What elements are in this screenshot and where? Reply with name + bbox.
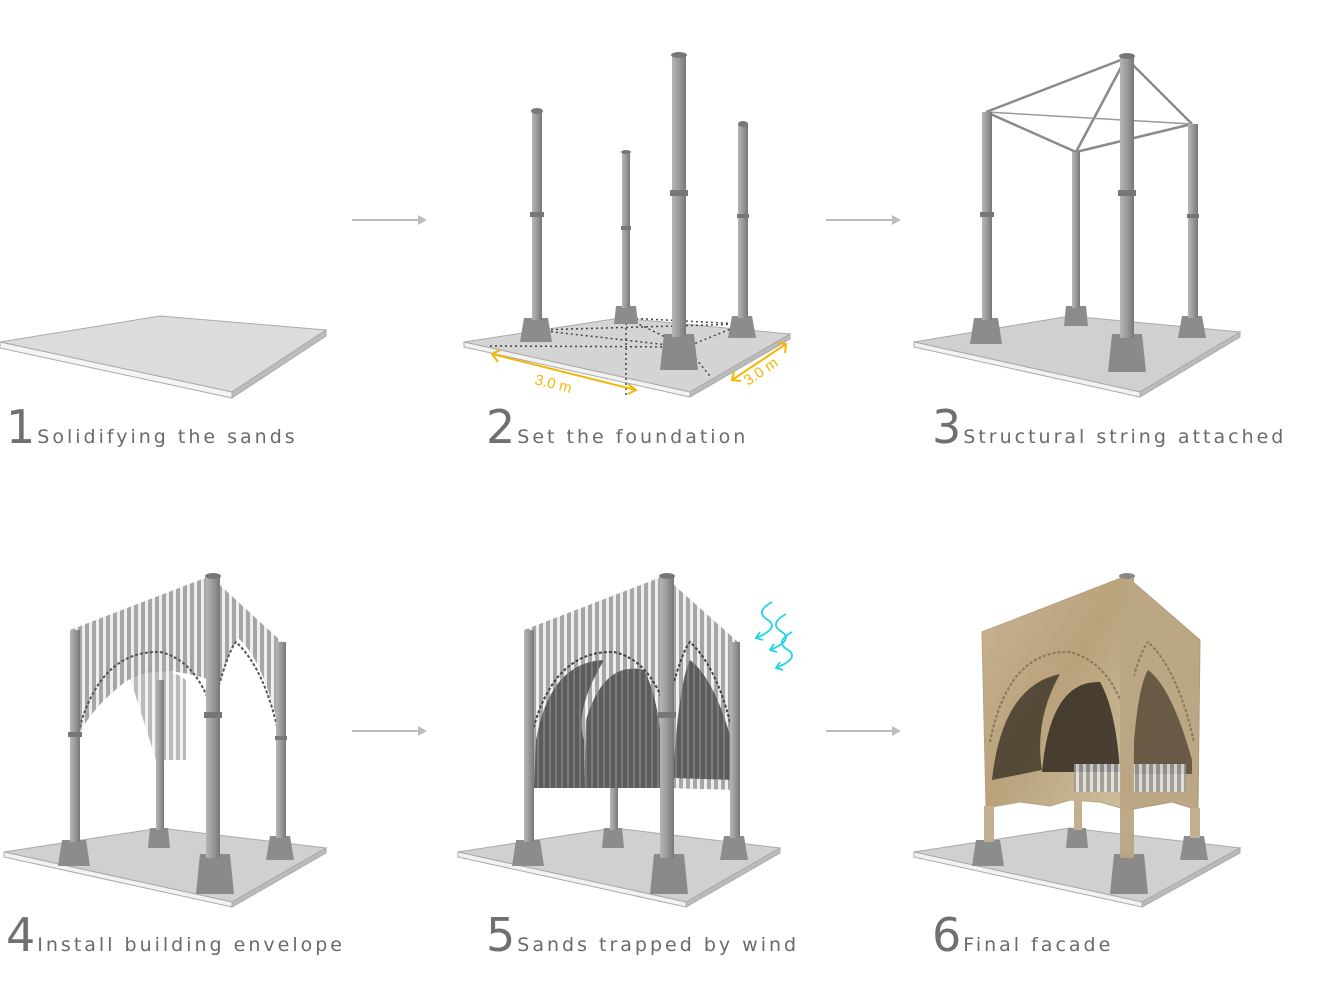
step-label: Final facade	[963, 934, 1114, 956]
step-number: 3	[932, 400, 962, 454]
step-label: Sands trapped by wind	[517, 934, 800, 956]
step-3-illustration	[913, 53, 1242, 398]
step-label: Structural string attached	[963, 426, 1287, 448]
sand-slab-side	[231, 329, 327, 399]
step-2-illustration: 3.0 m 3.0 m	[463, 52, 792, 398]
step-number: 2	[486, 400, 516, 454]
step-label: Solidifying the sands	[37, 426, 298, 448]
right-arrow-icon	[352, 215, 427, 225]
step-1-illustration	[0, 315, 328, 399]
step-6-illustration	[913, 573, 1242, 908]
step-4-illustration	[3, 573, 328, 908]
dimension-width-label: 3.0 m	[533, 371, 574, 397]
right-arrow-icon	[352, 726, 427, 736]
envelope-right	[210, 576, 282, 740]
column-back	[614, 150, 638, 324]
column-right	[728, 121, 756, 338]
step-number: 5	[486, 908, 516, 962]
step-number: 6	[932, 908, 962, 962]
step-label: Set the foundation	[517, 426, 749, 448]
column-left	[520, 108, 552, 342]
step-5-illustration	[457, 573, 793, 908]
wind-icon	[754, 601, 793, 671]
step-number: 1	[6, 400, 36, 454]
column-front	[660, 52, 698, 370]
step-number: 4	[6, 908, 36, 962]
right-arrow-icon	[826, 215, 901, 225]
right-arrow-icon	[826, 726, 901, 736]
step-label: Install building envelope	[37, 934, 345, 956]
envelope-left	[70, 576, 210, 740]
